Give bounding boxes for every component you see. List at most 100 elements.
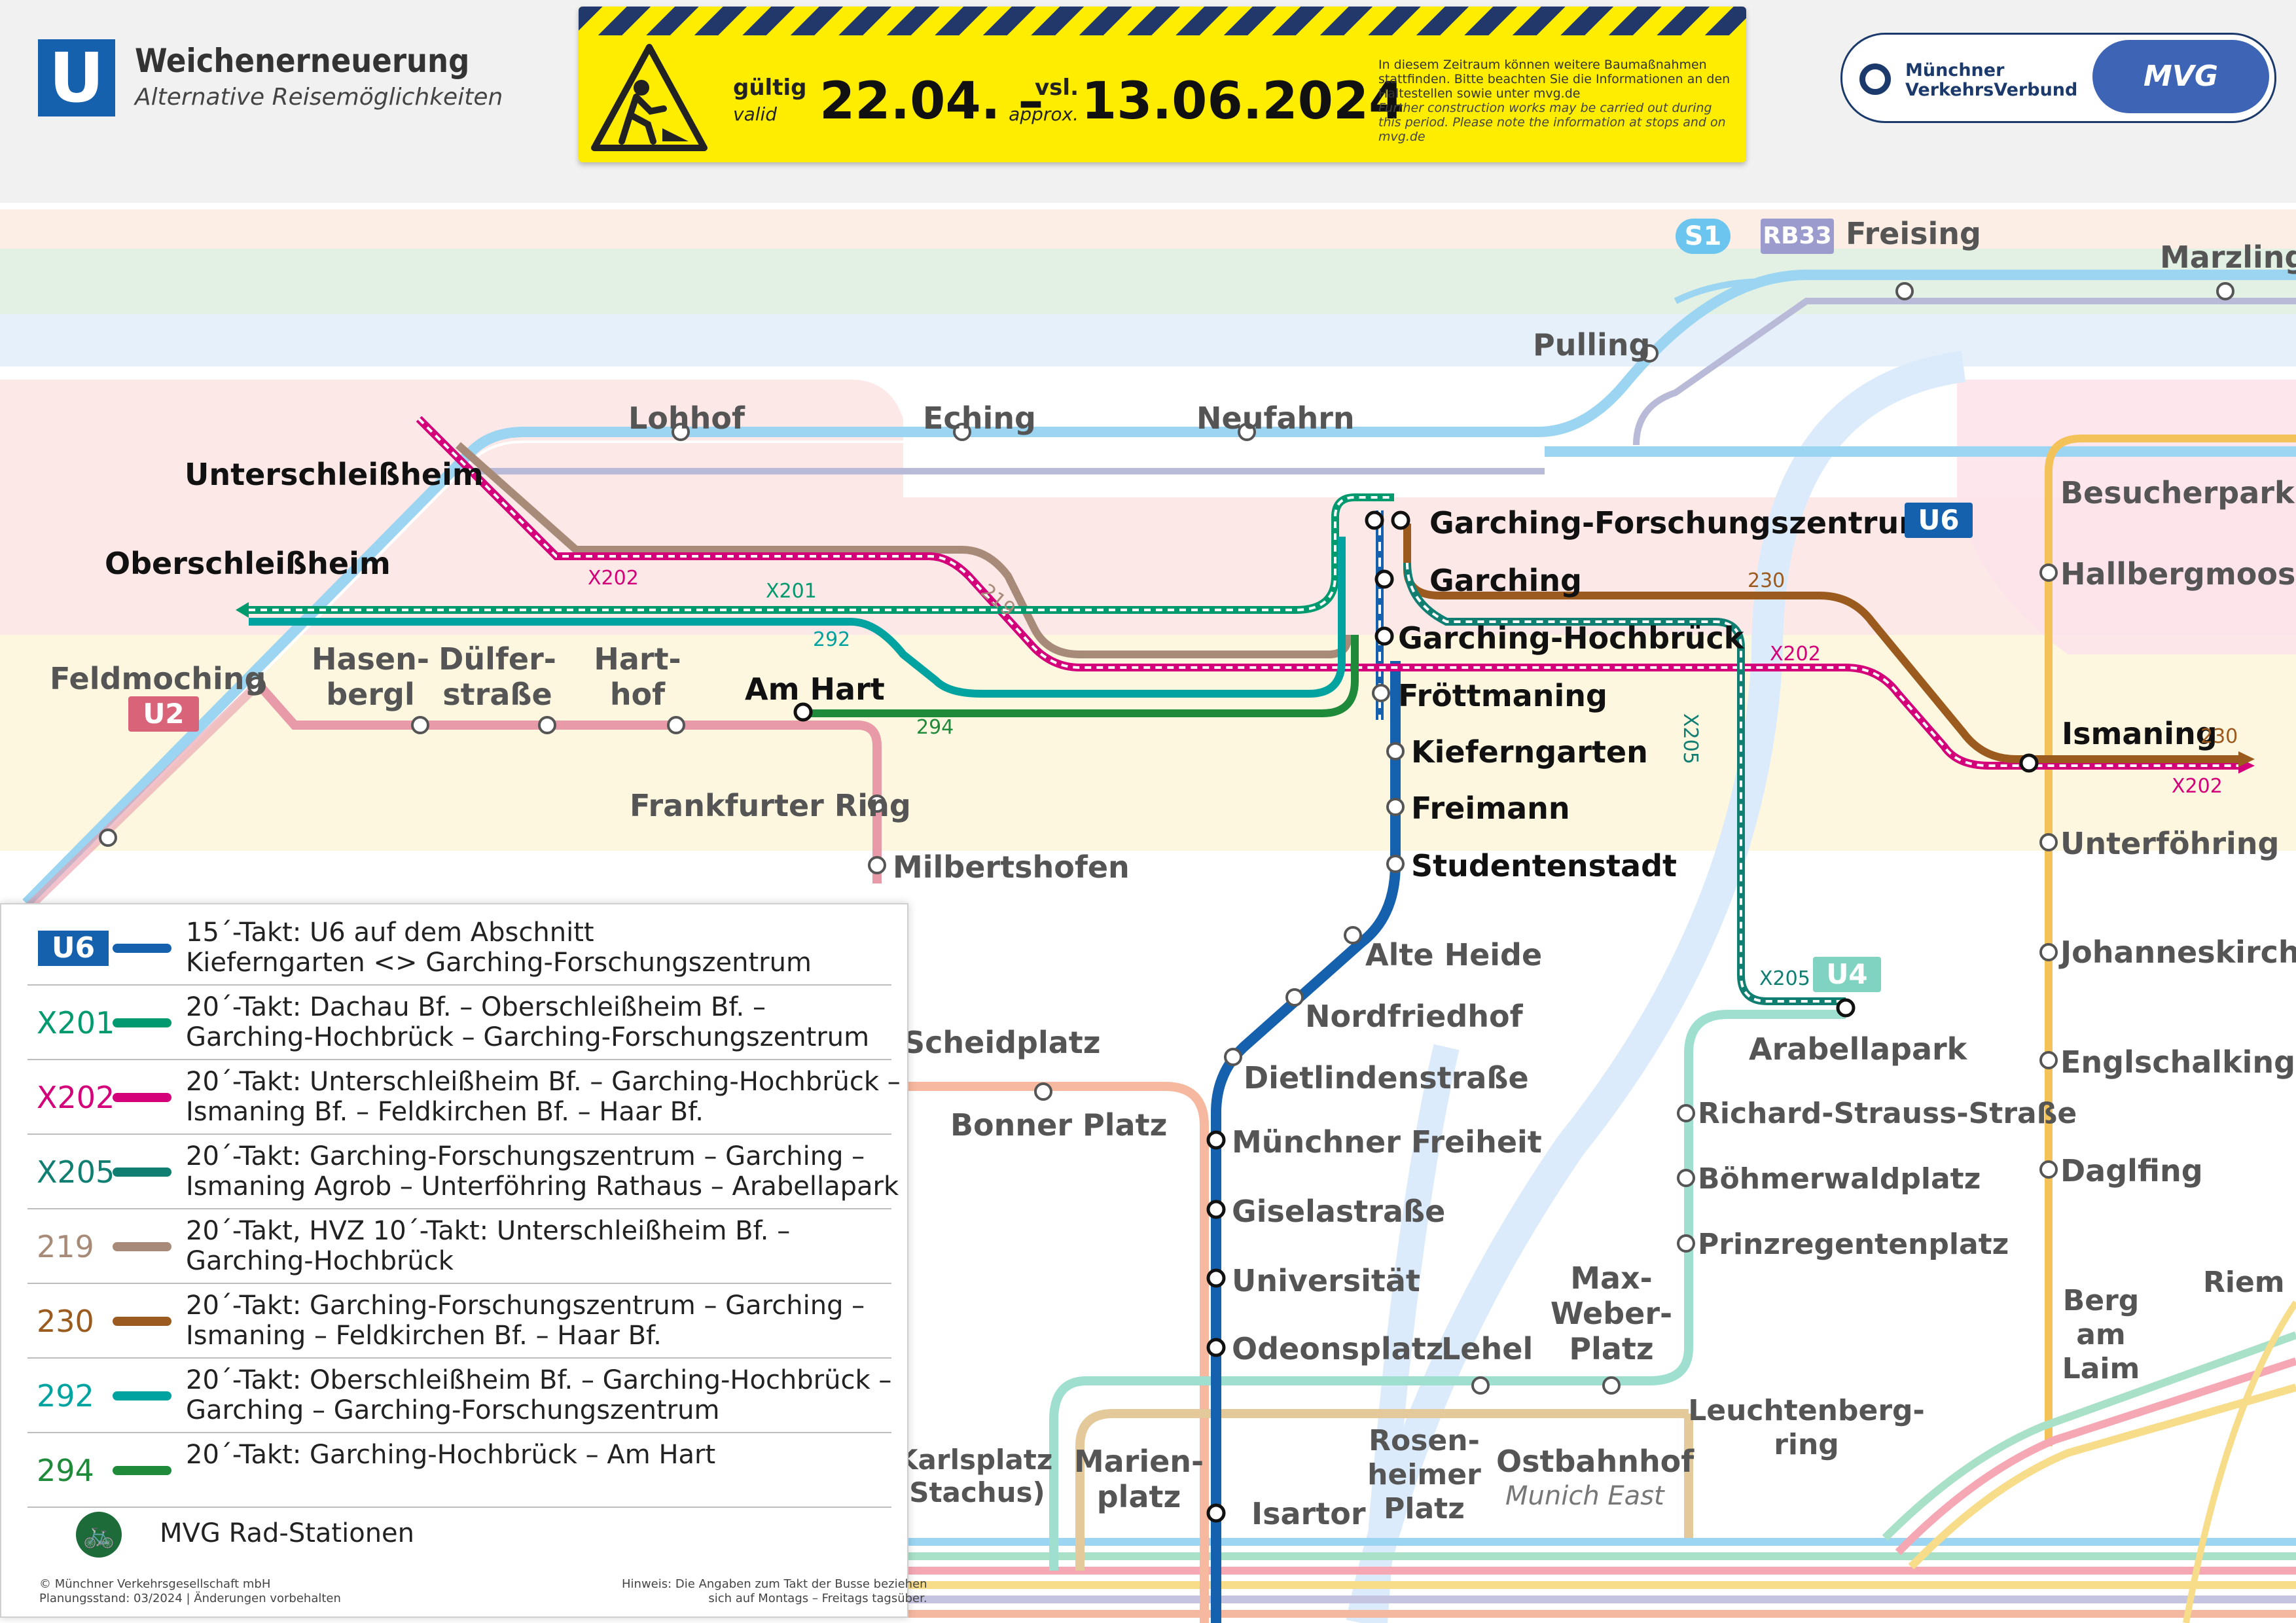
station-am-hart: Am Hart xyxy=(745,671,885,707)
page-title: Weichenerneuerung xyxy=(135,42,470,80)
station-eching: Eching xyxy=(923,401,1036,436)
station-freimann: Freimann xyxy=(1411,791,1570,826)
bus-line-label-x205: X205 xyxy=(1759,967,1810,990)
bus-line-label-l230: 230 xyxy=(2200,725,2238,748)
legend-line-sample xyxy=(113,1018,171,1027)
station-harthof: Hart- hof xyxy=(594,641,681,712)
station-ostbahnhof-en: Munich East xyxy=(1505,1481,1664,1511)
station-universitaet: Universität xyxy=(1232,1263,1420,1298)
station-froettmaning: Fröttmaning xyxy=(1398,678,1607,713)
legend-line-sample xyxy=(113,1317,171,1326)
legend-description: 20´-Takt: Oberschleißheim Bf. – Garching… xyxy=(186,1365,892,1425)
station-rosenheimer-platz: Rosen- heimer Platz xyxy=(1367,1424,1481,1525)
station-johanneskirchen: Johanneskirchen xyxy=(2060,935,2296,970)
footer-copyright: © Münchner Verkehrsgesellschaft mbH Plan… xyxy=(39,1577,341,1605)
bus-line-label-x202: X202 xyxy=(1770,643,1821,666)
mvv-line1: Münchner xyxy=(1905,60,2005,80)
station-berg-am-laim: Berg am Laim xyxy=(2062,1284,2140,1385)
bus-line-label-l294: 294 xyxy=(916,716,954,739)
hazard-stripes xyxy=(579,7,1746,35)
station-milbertshofen: Milbertshofen xyxy=(893,849,1130,885)
construction-note-de: In diesem Zeitraum können weitere Baumaß… xyxy=(1378,58,1731,101)
legend-description: 20´-Takt: Garching-Forschungszentrum – G… xyxy=(186,1141,899,1202)
legend-code: 230 xyxy=(37,1304,94,1339)
legend-description: 20´-Takt: Garching-Hochbrück – Am Hart xyxy=(186,1440,716,1470)
station-garching-fz: Garching-Forschungszentrum xyxy=(1429,505,1931,541)
approx-label: vsl. xyxy=(1035,75,1079,101)
mvv-logo: Münchner VerkehrsVerbund xyxy=(1859,61,2077,100)
legend-description: 20´-Takt: Dachau Bf. – Oberschleißheim B… xyxy=(186,992,870,1052)
mvv-line2: VerkehrsVerbund xyxy=(1905,80,2078,100)
station-lehel: Lehel xyxy=(1441,1331,1534,1366)
header-bar: U Weichenerneuerung Alternative Reisemög… xyxy=(0,0,2296,203)
station-neufahrn: Neufahrn xyxy=(1196,401,1355,436)
station-englschalking: Englschalking xyxy=(2060,1044,2296,1080)
station-boehmerwaldplatz: Böhmerwaldplatz xyxy=(1698,1162,1981,1196)
legend-code: X202 xyxy=(37,1080,115,1115)
bus-line-label-x201: X201 xyxy=(766,580,817,603)
station-besucherpark: Besucherpark xyxy=(2060,475,2295,510)
station-ismaning: Ismaning xyxy=(2062,716,2217,751)
station-unterfoehring: Unterföhring xyxy=(2060,826,2280,861)
station-arabellapark: Arabellapark xyxy=(1749,1031,1967,1067)
legend-line-sample xyxy=(113,1391,171,1400)
station-unterschleissheim: Unterschleißheim xyxy=(185,457,484,492)
station-duelferstrasse: Dülfer- straße xyxy=(439,641,556,712)
station-nordfriedhof: Nordfriedhof xyxy=(1305,999,1523,1034)
legend-line-sample xyxy=(113,1466,171,1475)
station-garching-hb: Garching-Hochbrück xyxy=(1398,620,1744,656)
legend-description: 20´-Takt: Unterschleißheim Bf. – Garchin… xyxy=(186,1067,901,1127)
legend-line-sample xyxy=(113,1093,171,1102)
station-dietlindenstrasse: Dietlindenstraße xyxy=(1244,1060,1529,1096)
station-lohhof: Lohhof xyxy=(628,401,745,436)
station-isartor: Isartor xyxy=(1251,1496,1366,1531)
station-marienplatz: Marien- platz xyxy=(1073,1444,1204,1514)
line-badge-u4: U4 xyxy=(1813,957,1881,992)
station-muenchner-freiheit: Münchner Freiheit xyxy=(1232,1124,1542,1160)
date-from: 22.04. – xyxy=(819,72,1044,131)
station-feldmoching: Feldmoching xyxy=(50,661,266,696)
station-richard-strauss: Richard-Strauss-Straße xyxy=(1698,1097,2077,1130)
valid-label-en: valid xyxy=(733,103,778,125)
operator-logos: Münchner VerkehrsVerbund MVG xyxy=(1840,33,2276,123)
legend-line-sample xyxy=(113,944,171,953)
station-leuchtenbergring: Leuchtenberg- ring xyxy=(1688,1394,1925,1461)
legend-line-sample xyxy=(113,1168,171,1177)
legend-row: 292 20´-Takt: Oberschleißheim Bf. – Garch… xyxy=(27,1359,891,1433)
legend-description: 15´-Takt: U6 auf dem Abschnitt Kiefernga… xyxy=(186,918,812,978)
legend-line-sample xyxy=(113,1242,171,1251)
station-prinzregentenplatz: Prinzregentenplatz xyxy=(1698,1228,2009,1261)
station-alte-heide: Alte Heide xyxy=(1365,937,1543,972)
station-odeonsplatz: Odeonsplatz xyxy=(1232,1331,1444,1366)
approx-label-en: approx. xyxy=(1009,103,1079,125)
station-hasenbergl: Hasen- bergl xyxy=(312,641,429,712)
station-scheidplatz: Scheidplatz xyxy=(903,1025,1101,1060)
validity-banner: gültig valid 22.04. – vsl. approx. 13.06… xyxy=(579,7,1746,162)
station-oberschleissheim: Oberschleißheim xyxy=(105,546,391,581)
legend-row: X202 20´-Takt: Unterschleißheim Bf. – Gar… xyxy=(27,1060,901,1135)
line-badge-u6: U6 xyxy=(1905,503,1973,538)
mvg-logo: MVG xyxy=(2092,40,2269,113)
bus-line-label-x202: X202 xyxy=(2172,775,2223,798)
u-bahn-logo: U xyxy=(38,39,115,116)
bus-line-label-l292: 292 xyxy=(813,628,851,651)
station-kieferngarten: Kieferngarten xyxy=(1411,734,1648,770)
line-badge-s1: S1 xyxy=(1676,219,1731,254)
legend-code: 292 xyxy=(37,1378,94,1414)
station-ostbahnhof: Ostbahnhof xyxy=(1496,1444,1695,1479)
legend-code: 219 xyxy=(37,1229,94,1264)
station-hallbergmoos: Hallbergmoos xyxy=(2060,556,2296,592)
legend-bike-label: MVG Rad-Stationen xyxy=(160,1518,415,1548)
station-garching: Garching xyxy=(1429,563,1582,598)
line-badge-rb33: RB33 xyxy=(1761,219,1834,254)
footer-note: Hinweis: Die Angaben zum Takt der Busse … xyxy=(622,1577,927,1605)
construction-note-en: Further construction works may be carrie… xyxy=(1378,101,1726,144)
bus-line-label-l230: 230 xyxy=(1748,569,1785,592)
